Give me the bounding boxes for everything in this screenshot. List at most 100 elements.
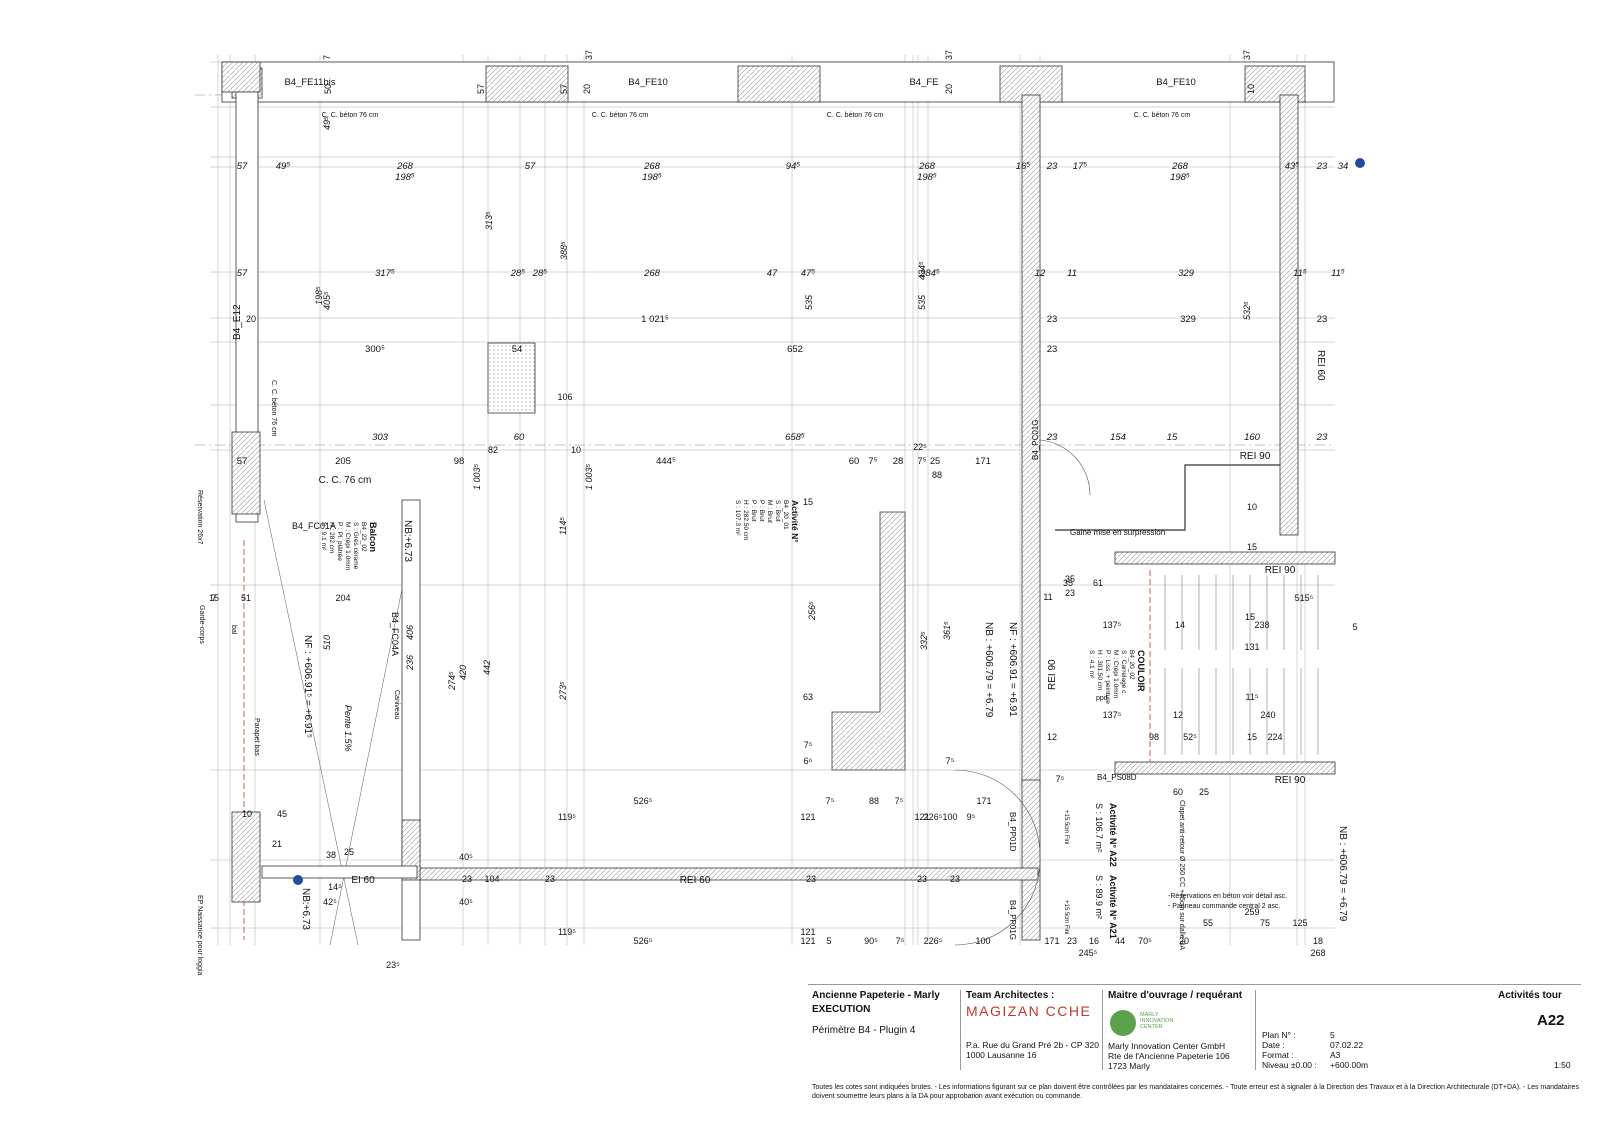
lower-dim: 60 [1173,787,1183,797]
row2-dim: 317⁵ [375,268,395,279]
vertical-dim: 332⁵ [919,631,929,650]
room-tag-line: COULOIR [1136,650,1146,692]
vertical-dim: 198⁵ [314,286,324,305]
row5-dim: 303 [372,432,389,443]
lower-dim: 23 [462,874,472,884]
plan-no-label: Plan N° : [1262,1030,1296,1040]
row4-dim: 300⁵ [365,344,385,355]
row6-dim: 60 [849,456,860,467]
row4-dim: 23 [1047,344,1058,355]
lower-dim: 106 [557,392,572,402]
vertical-dim: 361⁵ [942,621,952,640]
door-swing [954,769,1041,856]
row6-dim: 171 [975,456,991,467]
window-dim: 50 [323,84,333,94]
lower-dim: 23 [1067,936,1077,946]
vertical-dim: 273⁵ [558,681,568,701]
row1-dim: 268 [1171,161,1189,172]
fire-rating-label: REI 90 [1047,659,1058,690]
scale-value: 1:50 [1554,1060,1571,1070]
row1-dim: 43⁵ [1285,161,1300,172]
team-address-1: P.a. Rue du Grand Pré 2b - CP 320 [966,1040,1099,1050]
room-tag-line: S : 9.1 m² [320,522,327,551]
row4-dim: 54 [512,344,523,355]
room-tag-line: B4_20_02 [1128,650,1135,680]
row3-dim: 23 [1047,314,1058,325]
bal-label: bal [230,625,237,635]
level-label: NF : +606.91⁵ = +6.91⁵ [302,635,313,738]
row3-dim: 23 [1317,314,1328,325]
lower-dim: 15 [1247,732,1257,742]
row5-dim: 23 [1046,432,1058,443]
lower-dim: 121 [914,812,929,822]
row2-dim: 47⁵ [801,268,816,279]
room-tag-line: S : Carrelage c. [1120,650,1127,695]
lower-dim: 171 [1044,936,1059,946]
room-tag-line: S : 4.1 m² [1088,650,1095,679]
activity-label: Activité N° A22 [1108,803,1118,867]
vertical-dim: 274⁵ [447,671,457,691]
door-tag: B4_FC04A [390,612,400,656]
lower-dim: 15 [803,497,813,507]
room-tag-line: Balcon [368,522,378,552]
lower-dim: 100 [942,812,957,822]
vertical-dim: 49⁵ [322,116,332,130]
lower-dim: 119⁵ [558,927,576,937]
door-tag: B4_PP01G [1008,900,1017,940]
row5-dim: 154 [1110,432,1126,443]
lower-dim: 22⁵ [913,442,927,452]
lower-dim: 23 [1065,588,1075,598]
vertical-dim: 236 [405,655,415,671]
lower-dim: 44 [1115,936,1125,946]
lower-dim: 226⁵ [924,812,943,822]
owner-name: Marly Innovation Center GmbH [1108,1041,1226,1051]
vertical-dim: 510 [322,635,332,650]
fire-rating-label: REI 60 [680,875,711,886]
lower-dim: 51 [241,593,251,603]
top-dim: 37 [584,50,594,60]
vertical-dim: 1 003⁵ [472,463,482,490]
beton-note: C. C. béton 76 cm [322,112,379,119]
row6-dim: 57 [237,456,248,467]
activity-label: Activité N° A21 [1108,875,1118,939]
core-wall-bottom [1021,779,1041,941]
row6-dim: 28 [893,456,904,467]
window-dim: 57 [476,84,486,94]
top-dim: 37 [944,50,954,60]
rei90-wall-lower [1114,761,1336,775]
row1-dim: 94⁵ [786,161,801,172]
beton-note: C. C. béton 76 cm [827,112,884,119]
lower-dim: 88 [932,470,942,480]
lower-dim: 5 [1352,622,1357,632]
lower-dim: 11⁵ [1245,692,1258,702]
door-swing [1039,439,1091,496]
lower-dim: 63 [803,692,813,702]
title-block-divider-3 [1255,990,1256,1070]
lower-dim: 15 [1245,612,1255,622]
window-dim: 20 [582,84,592,94]
team-heading: Team Architectes : [966,990,1055,1001]
date-value: 07.02.22 [1330,1040,1364,1050]
fire-rating-label: REI 90 [1265,565,1296,576]
lower-dim: 38 [326,850,336,860]
niveau-value: +600.00m [1330,1060,1369,1070]
row6-dim: 205 [335,456,351,467]
level-label: NF : +606.91 = +6.91 [1007,622,1018,717]
lower-dim: 131 [1244,642,1259,652]
row1-dim: 49⁵ [276,161,291,172]
vertical-dim: 256⁵ [807,601,817,621]
format-value: A3 [1330,1050,1341,1060]
vertical-dim: 535 [917,294,927,310]
lower-dim: 119⁵ [558,812,576,822]
activity-area: S : 89.9 m² [1094,875,1104,919]
reservation-label: Réservation 26x7 [196,490,203,545]
lower-dim: 25 [930,456,940,466]
beton-note: C. C. béton 76 cm [592,112,649,119]
row5-dim: 15 [1167,432,1178,443]
lower-dim: 137⁵ [1103,710,1122,720]
lower-dim: 238 [1254,620,1269,630]
row2-dim: 47 [767,268,778,279]
lower-dim: 20 [1179,936,1189,946]
parapet-label: Parapet bas [253,718,260,756]
